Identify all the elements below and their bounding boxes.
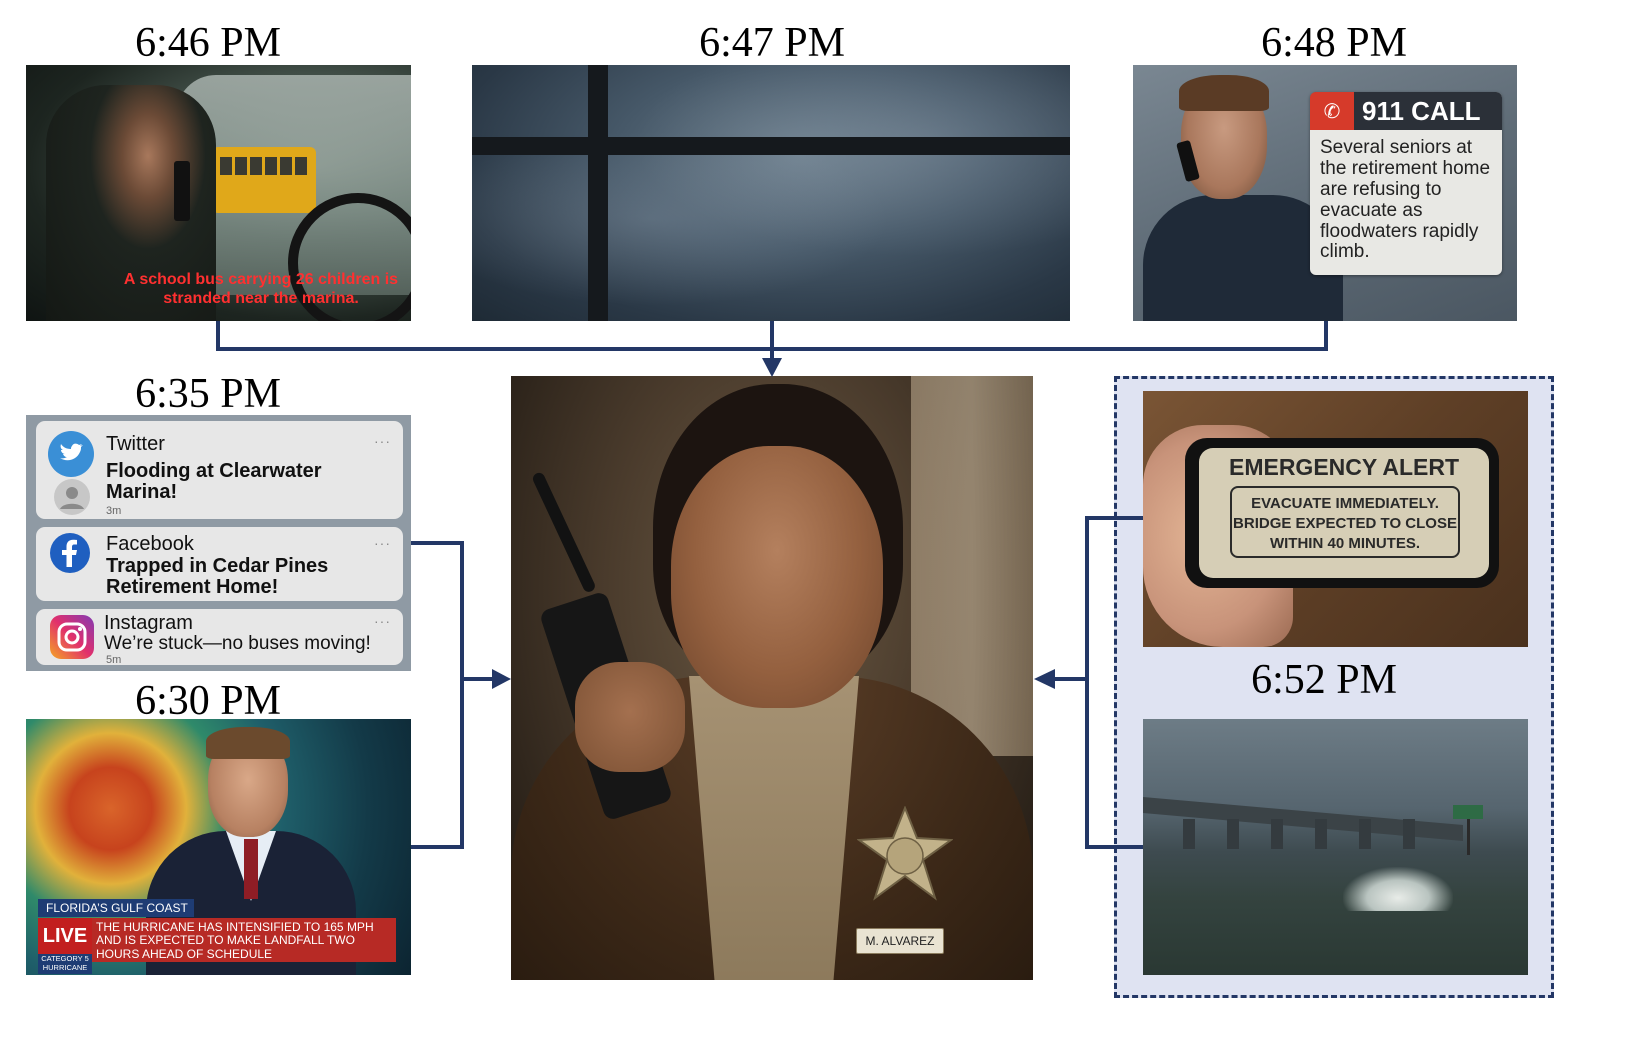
timestamp-call: 6:48 PM: [1261, 20, 1407, 66]
social-network-name: Twitter: [106, 433, 165, 455]
social-network-name: Facebook: [106, 533, 194, 555]
flooded-bridge-panel: [1143, 719, 1528, 975]
arrow-icon: [492, 669, 511, 689]
storm-window-panel: [472, 65, 1070, 321]
social-message: Trapped in Cedar Pines Retirement Home!: [106, 555, 329, 598]
social-network-name: Instagram: [104, 612, 193, 634]
social-message: Flooding at Clearwater Marina!: [106, 460, 322, 503]
more-menu-icon[interactable]: ···: [374, 433, 391, 449]
window-mullion-vertical: [588, 65, 608, 321]
call-text: Several seniors at the retirement home a…: [1320, 137, 1491, 263]
facebook-icon: [50, 533, 90, 573]
anchor-tie-shape: [244, 839, 258, 899]
timestamp-deputy: 6:46 PM: [135, 20, 281, 66]
sheriff-face-shape: [671, 446, 883, 708]
connector-right: [1052, 516, 1143, 849]
call-transcript-box: ✆ 911 CALL Several seniors at the retire…: [1310, 92, 1502, 275]
bus-windows-shape: [220, 157, 308, 175]
timestamp-window: 6:47 PM: [699, 20, 845, 66]
avatar-icon: [54, 479, 90, 515]
social-card-instagram[interactable]: Instagram We’re stuck—no buses moving! 5…: [36, 609, 403, 666]
more-menu-icon[interactable]: ···: [374, 535, 391, 551]
sheriff-shirt-shape: [689, 676, 859, 980]
bridge-pillars-shape: [1183, 819, 1443, 849]
road-sign-post: [1467, 819, 1470, 855]
arrow-icon: [762, 358, 782, 377]
radio-shape: [174, 161, 190, 221]
twitter-icon: [48, 431, 94, 477]
alert-message: EVACUATE IMMEDIATELY. BRIDGE EXPECTED TO…: [1233, 495, 1457, 552]
alert-title: EMERGENCY ALERT: [1228, 454, 1460, 480]
anchor-hair-shape: [206, 727, 290, 759]
connector-left: [411, 541, 495, 849]
news-region-label: FLORIDA’S GULF COAST: [38, 899, 194, 917]
steering-wheel-shape: [288, 193, 411, 321]
caller-body-shape: [1143, 195, 1343, 321]
sheriff-panel: [511, 376, 1033, 980]
timestamp-alert: 6:52 PM: [1251, 657, 1397, 703]
social-card-facebook[interactable]: Facebook Trapped in Cedar Pines Retireme…: [36, 527, 403, 601]
alert-message-box: [1230, 486, 1460, 558]
social-age: 5m: [106, 654, 122, 666]
deputy-radio-panel: A school bus carrying 26 children is str…: [26, 65, 411, 321]
social-card-twitter[interactable]: Twitter Flooding at Clearwater Marina! 3…: [36, 421, 403, 519]
call-header: ✆ 911 CALL: [1310, 92, 1502, 130]
social-message: We’re stuck—no buses moving!: [104, 633, 371, 654]
live-badge: LIVE: [38, 918, 92, 954]
window-mullion-horizontal: [472, 137, 1070, 155]
deputy-caption: A school bus carrying 26 children is str…: [123, 271, 399, 307]
social-age: 3m: [106, 505, 122, 517]
sheriff-star-icon: [857, 806, 953, 901]
timestamp-social: 6:35 PM: [135, 371, 281, 417]
phone-icon: ✆: [1310, 92, 1354, 130]
call-title: 911 CALL: [1362, 95, 1481, 126]
wave-shape: [1343, 867, 1453, 911]
caller-hair-shape: [1179, 75, 1269, 111]
name-tag: M. ALVAREZ: [856, 928, 944, 954]
pillar-shape: [911, 376, 1033, 756]
timestamp-news: 6:30 PM: [135, 678, 281, 724]
arrow-icon: [1034, 669, 1055, 689]
radio-hand-shape: [575, 662, 685, 772]
instagram-icon: [50, 615, 94, 659]
cloud-texture-shape: [472, 65, 1070, 321]
news-ticker: THE HURRICANE HAS INTENSIFIED TO 165 MPH…: [92, 918, 396, 962]
more-menu-icon[interactable]: ···: [374, 613, 391, 629]
hurricane-category-label: CATEGORY 5 HURRICANE: [38, 954, 92, 974]
road-sign-shape: [1453, 805, 1483, 819]
